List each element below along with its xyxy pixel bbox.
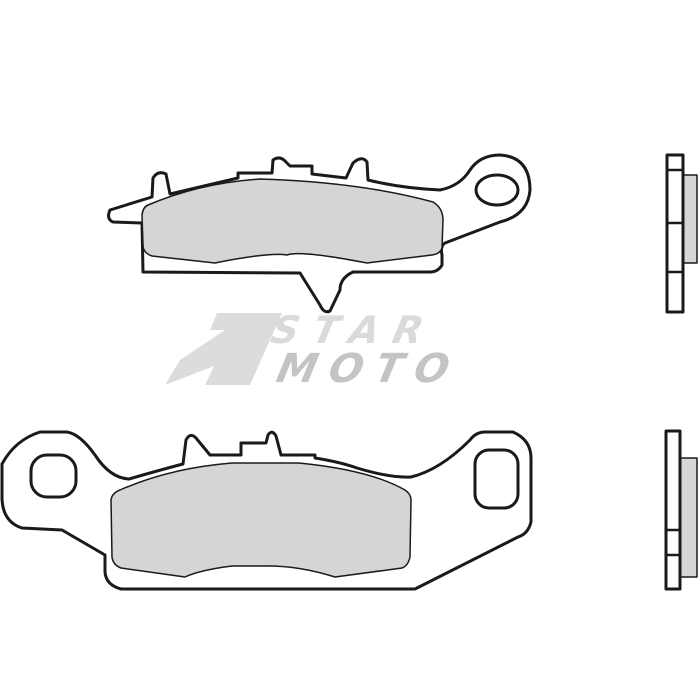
bottom-left-hole <box>29 453 78 499</box>
bottom-side-friction <box>679 457 698 578</box>
bottom-friction-material <box>110 462 412 578</box>
logo-mark-7 <box>165 313 282 385</box>
top-side-friction <box>682 174 698 264</box>
watermark-logo: STAR MOTO <box>165 308 466 392</box>
bottom-side-plate <box>664 429 682 591</box>
top-friction-material <box>141 178 444 264</box>
bottom-pad-side-view <box>664 429 698 591</box>
logo-line-moto: MOTO <box>273 344 466 391</box>
top-mounting-hole <box>474 173 520 207</box>
top-pad-front-view <box>107 153 532 314</box>
bottom-pad-front-view <box>0 430 533 591</box>
logo-line-star: STAR <box>267 308 441 353</box>
top-pad-side-view <box>665 153 698 314</box>
bottom-right-hole <box>473 448 520 510</box>
top-side-plate <box>665 153 685 314</box>
